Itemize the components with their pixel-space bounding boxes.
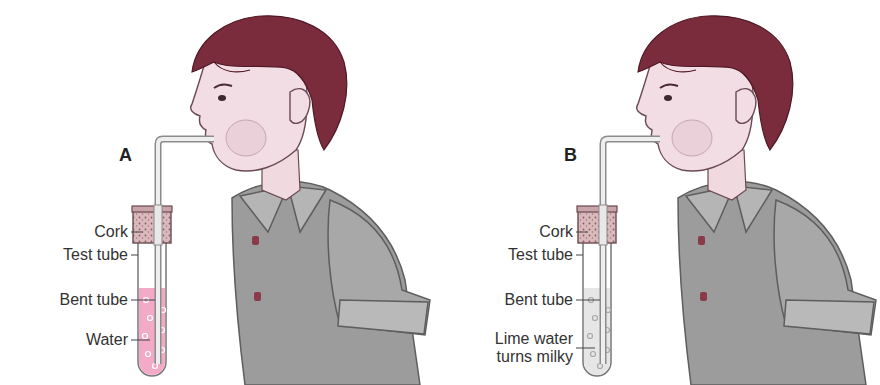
part-label: Test tube [508,246,573,264]
part-label: Lime water turns milky [477,330,573,366]
part-label: Cork [94,223,128,241]
panel-letter: B [564,146,577,164]
panel-letter: A [119,146,132,164]
part-label: Cork [539,223,573,241]
part-label: Bent tube [505,291,574,309]
part-label: Test tube [63,246,128,264]
part-label: Water [86,331,128,349]
part-label: Bent tube [60,291,129,309]
